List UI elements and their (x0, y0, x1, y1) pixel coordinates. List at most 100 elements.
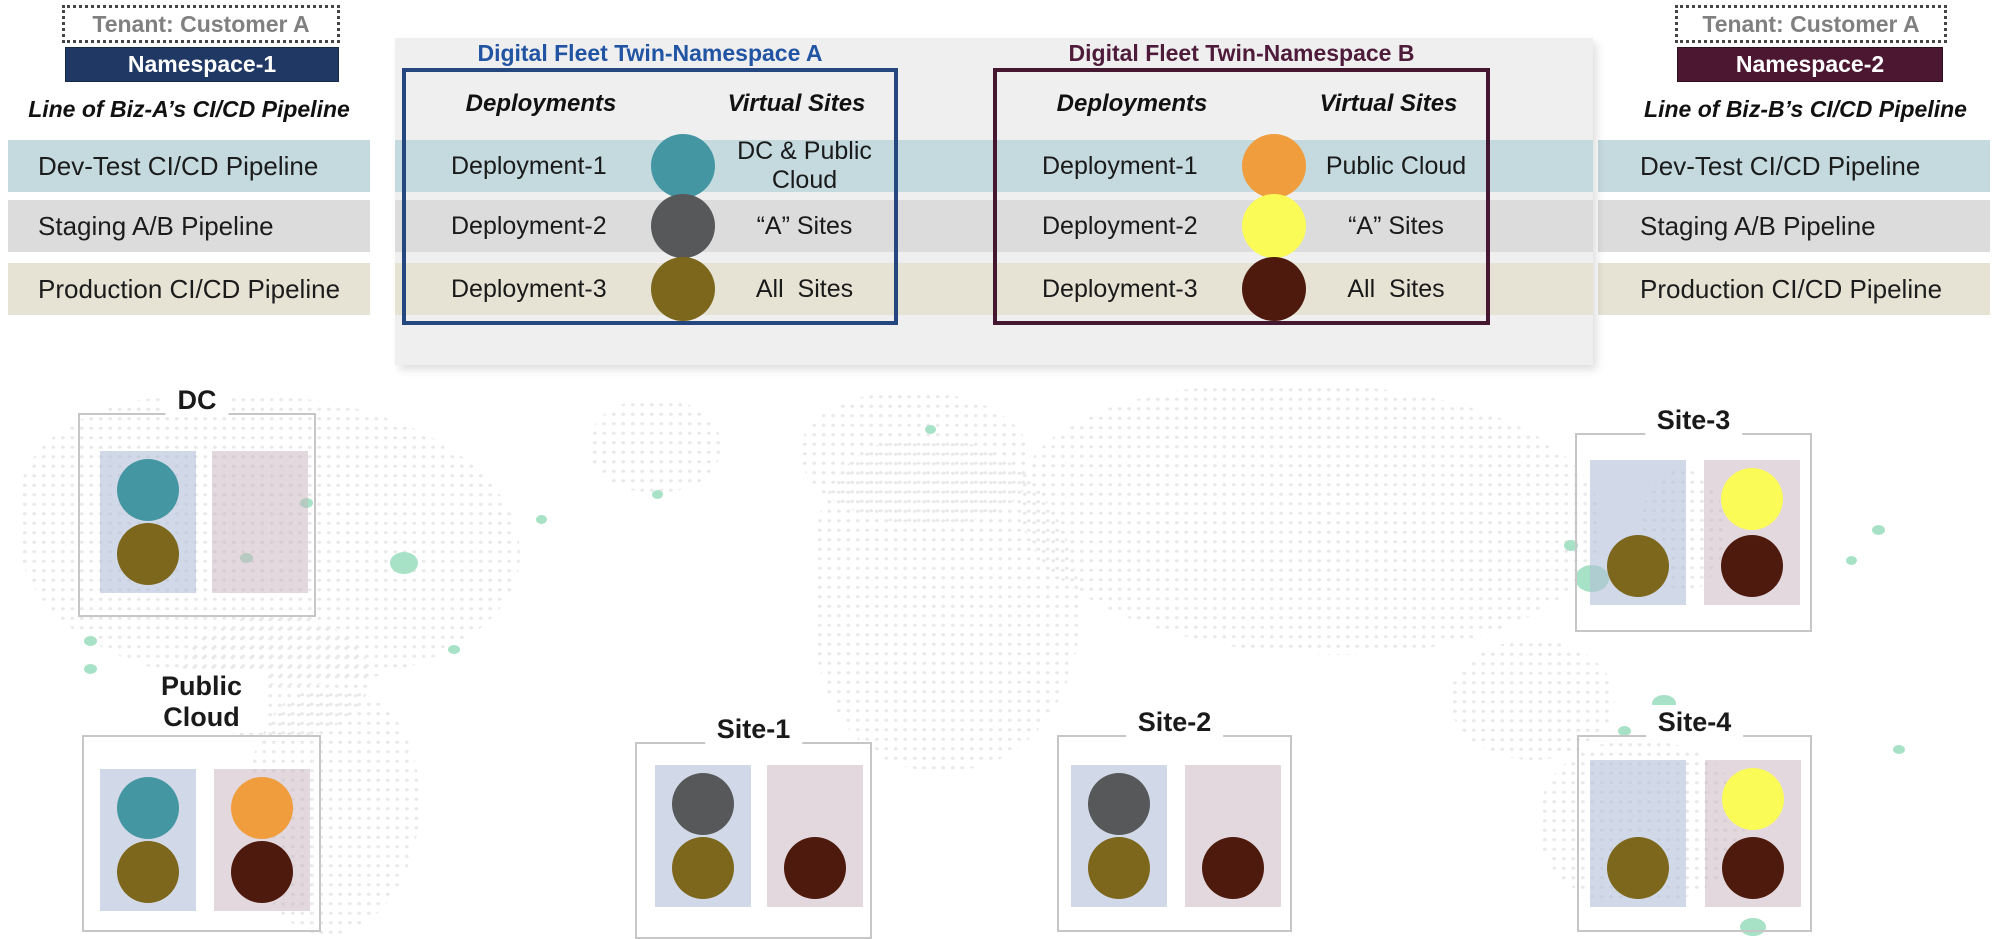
site-frame-public-cloud: Public Cloud (82, 671, 321, 932)
yellow-deployment-dot (1722, 768, 1784, 830)
map-accent-dot (1846, 556, 1857, 565)
namespace-b-row-1: Deployment-1 Public Cloud (997, 134, 1486, 198)
olive-deployment-dot (1088, 837, 1150, 899)
maroon-deployment-dot (784, 837, 846, 899)
orange-deployment-dot (231, 777, 293, 839)
site-frame-site-1: Site-1 (635, 712, 872, 939)
namespace-a-row-2: Deployment-2 “A” Sites (406, 194, 894, 258)
olive-deployment-dot (651, 257, 715, 321)
map-accent-dot (84, 636, 97, 646)
map-region-asia (1020, 385, 1600, 655)
site-frame-site-4: Site-4 (1577, 705, 1812, 932)
map-accent-dot (1872, 525, 1885, 535)
namespace-a-title: Digital Fleet Twin-Namespace A (477, 40, 823, 66)
site-panel-namespace-a (100, 769, 196, 911)
site-panel-namespace-a (655, 765, 751, 907)
map-accent-dot (1564, 540, 1578, 551)
pipeline-row-devtest-right: Dev-Test CI/CD Pipeline (1598, 140, 1990, 192)
maroon-deployment-dot (231, 841, 293, 903)
site-label: DC (165, 383, 229, 417)
deployment-label: Deployment-1 (451, 151, 607, 180)
map-region-greenland (590, 400, 720, 492)
map-region-se-asia (1450, 640, 1615, 760)
virtual-sites-value: “A” Sites (756, 211, 853, 240)
teal-deployment-dot (117, 459, 179, 521)
site-label: Site-4 (1645, 705, 1744, 739)
namespace-a-row-1: Deployment-1 DC & Public Cloud (406, 134, 894, 198)
deployments-column-header: Deployments (465, 90, 617, 117)
site-label: Public Cloud (139, 671, 264, 734)
deployments-column-header: Deployments (1056, 90, 1208, 117)
map-accent-dot (536, 515, 547, 524)
maroon-deployment-dot (1202, 837, 1264, 899)
namespace-b-row-2: Deployment-2 “A” Sites (997, 194, 1486, 258)
namespace-a-box: Deployments Virtual Sites Deployment-1 D… (402, 68, 898, 325)
gray-deployment-dot (651, 194, 715, 258)
site-label: Site-1 (704, 712, 803, 746)
namespace-b-box: Deployments Virtual Sites Deployment-1 P… (993, 68, 1490, 325)
site-label: Site-3 (1644, 403, 1743, 437)
maroon-deployment-dot (1722, 837, 1784, 899)
map-accent-dot (448, 645, 460, 654)
map-accent-dot (652, 490, 663, 499)
biz-b-pipeline-caption: Line of Biz-B’s CI/CD Pipeline (1644, 96, 1967, 122)
site-panel-namespace-a (100, 451, 196, 593)
map-accent-dot (1618, 726, 1631, 736)
teal-deployment-dot (651, 134, 715, 198)
pipeline-row-staging-left: Staging A/B Pipeline (8, 200, 370, 252)
pipeline-row-devtest-left: Dev-Test CI/CD Pipeline (8, 140, 370, 192)
namespace-a-row-3: Deployment-3 All Sites (406, 257, 894, 321)
site-panel-namespace-a (1590, 460, 1686, 605)
site-panel-namespace-b (1704, 460, 1800, 605)
deployment-label: Deployment-2 (451, 211, 607, 240)
orange-deployment-dot (1242, 134, 1306, 198)
map-accent-dot (84, 664, 97, 674)
site-label: Site-2 (1125, 705, 1224, 739)
map-accent-dot (925, 425, 936, 434)
gray-deployment-dot (1088, 773, 1150, 835)
olive-deployment-dot (1607, 535, 1669, 597)
virtual-sites-value: “A” Sites (1348, 211, 1444, 240)
deployment-label: Deployment-3 (451, 274, 607, 303)
biz-a-pipeline-caption: Line of Biz-A’s CI/CD Pipeline (28, 96, 350, 122)
map-accent-dot (1893, 745, 1905, 754)
gray-deployment-dot (672, 773, 734, 835)
teal-deployment-dot (117, 777, 179, 839)
site-panel-namespace-b (214, 769, 310, 911)
site-panel-namespace-a (1071, 765, 1167, 907)
yellow-deployment-dot (1242, 194, 1306, 258)
site-panel-namespace-b (1185, 765, 1281, 907)
deployment-label: Deployment-1 (1042, 151, 1198, 180)
site-frame-site-3: Site-3 (1575, 403, 1812, 632)
site-panel-namespace-a (1590, 760, 1686, 907)
olive-deployment-dot (117, 841, 179, 903)
namespace-b-row-3: Deployment-3 All Sites (997, 257, 1486, 321)
site-frame-dc: DC (78, 383, 316, 617)
tenant-box-left: Tenant: Customer A (62, 5, 340, 43)
namespace-2-bar: Namespace-2 (1677, 47, 1943, 82)
namespace-b-column-headers: Deployments Virtual Sites (997, 90, 1486, 130)
olive-deployment-dot (672, 837, 734, 899)
virtual-sites-column-header: Virtual Sites (1319, 90, 1458, 117)
site-panel-namespace-b (1705, 760, 1801, 907)
virtual-sites-column-header: Virtual Sites (727, 90, 866, 117)
yellow-deployment-dot (1721, 468, 1783, 530)
map-accent-dot (390, 552, 418, 574)
maroon-deployment-dot (1242, 257, 1306, 321)
deployment-label: Deployment-2 (1042, 211, 1198, 240)
pipeline-row-staging-right: Staging A/B Pipeline (1598, 200, 1990, 252)
olive-deployment-dot (117, 523, 179, 585)
olive-deployment-dot (1607, 837, 1669, 899)
virtual-sites-value: All Sites (1347, 274, 1445, 303)
namespace-a-column-headers: Deployments Virtual Sites (406, 90, 894, 130)
pipeline-row-production-right: Production CI/CD Pipeline (1598, 263, 1990, 315)
pipeline-row-production-left: Production CI/CD Pipeline (8, 263, 370, 315)
site-panel-namespace-b (767, 765, 863, 907)
site-panel-namespace-b (212, 451, 308, 593)
tenant-box-right: Tenant: Customer A (1675, 5, 1947, 43)
namespace-b-title: Digital Fleet Twin-Namespace B (1068, 40, 1415, 66)
virtual-sites-value: Public Cloud (1325, 151, 1467, 180)
virtual-sites-value: DC & Public Cloud (737, 137, 872, 194)
namespace-1-bar: Namespace-1 (65, 47, 339, 82)
